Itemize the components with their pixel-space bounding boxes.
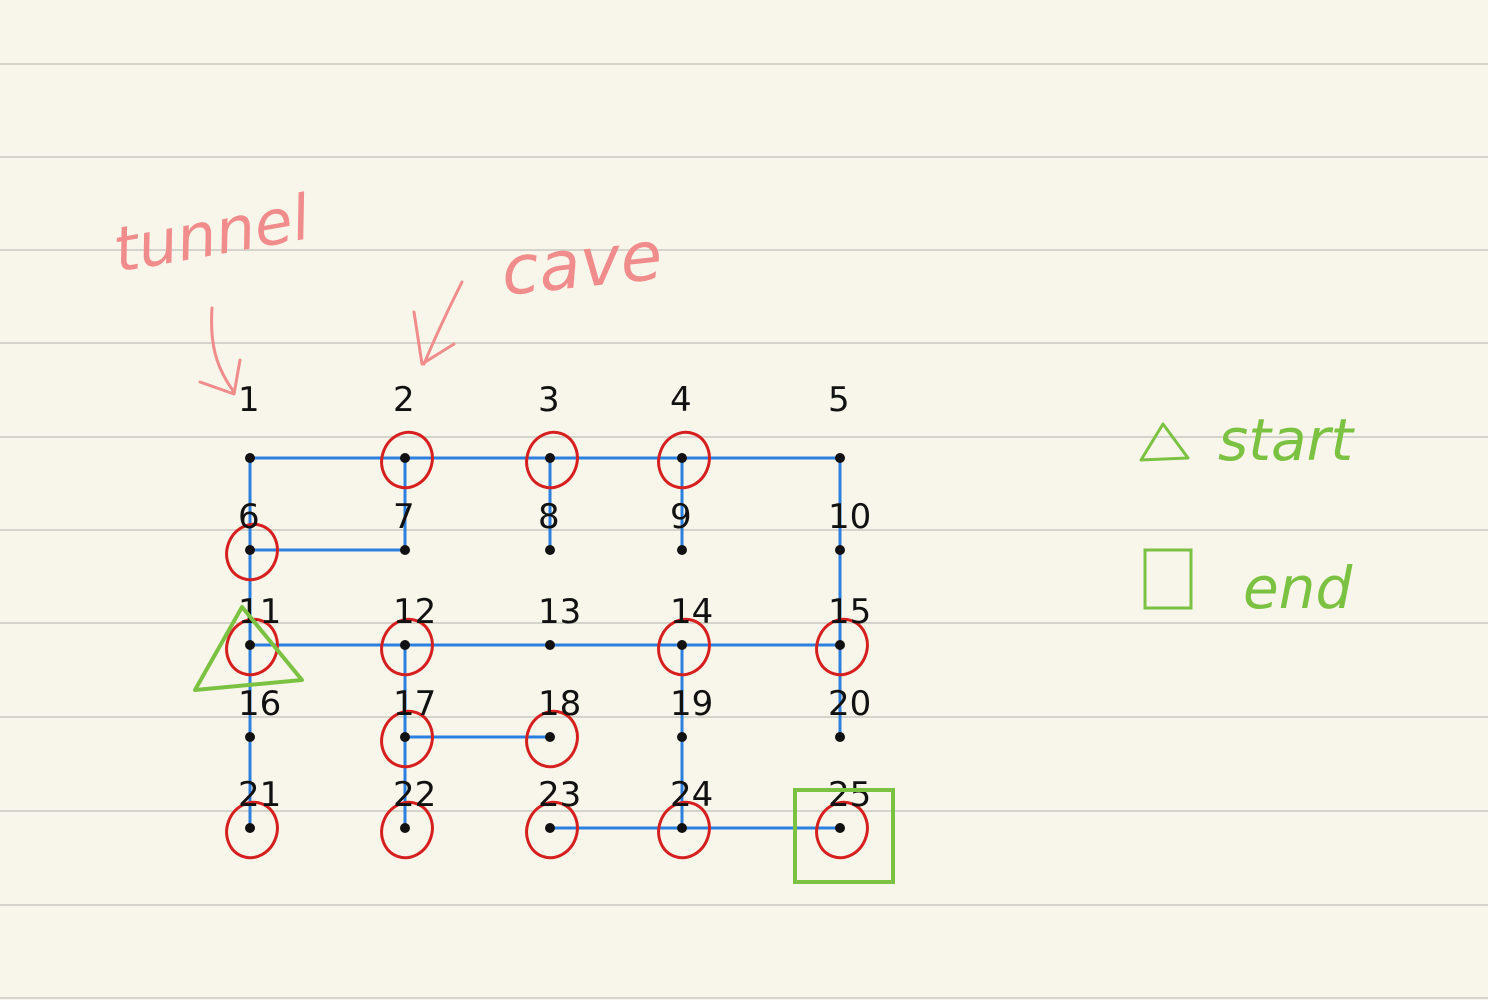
node-label-16: 16 bbox=[238, 684, 281, 724]
node-25 bbox=[835, 823, 845, 833]
start-end-markers bbox=[193, 605, 895, 884]
node-8 bbox=[545, 545, 555, 555]
node-label-25: 25 bbox=[828, 775, 871, 815]
node-14 bbox=[677, 640, 687, 650]
node-label-18: 18 bbox=[538, 684, 581, 724]
circle-12 bbox=[380, 617, 434, 677]
node-label-3: 3 bbox=[538, 380, 560, 420]
node-4 bbox=[677, 453, 687, 463]
cave-label: cave bbox=[498, 216, 667, 311]
circle-18 bbox=[525, 709, 579, 769]
circle-25 bbox=[815, 800, 869, 860]
node-label-13: 13 bbox=[538, 592, 581, 632]
legend-end-label: end bbox=[1243, 554, 1353, 622]
node-label-1: 1 bbox=[238, 380, 260, 420]
node-label-10: 10 bbox=[828, 497, 871, 537]
node-3 bbox=[545, 453, 555, 463]
node-9 bbox=[677, 545, 687, 555]
end-square-icon bbox=[793, 788, 895, 884]
node-label-12: 12 bbox=[393, 592, 436, 632]
circle-2 bbox=[380, 430, 434, 490]
node-label-7: 7 bbox=[393, 497, 415, 537]
triangle-icon bbox=[1139, 422, 1190, 462]
node-15 bbox=[835, 640, 845, 650]
circle-4 bbox=[657, 430, 711, 490]
node-label-8: 8 bbox=[538, 497, 560, 537]
node-circles bbox=[225, 430, 869, 860]
ruled-lines bbox=[0, 63, 1488, 999]
node-dots bbox=[245, 453, 845, 833]
node-10 bbox=[835, 545, 845, 555]
node-label-6: 6 bbox=[238, 497, 260, 537]
node-label-17: 17 bbox=[393, 684, 436, 724]
legend-start-label: start bbox=[1218, 406, 1355, 474]
node-20 bbox=[835, 732, 845, 742]
node-label-23: 23 bbox=[538, 775, 581, 815]
node-label-21: 21 bbox=[238, 775, 281, 815]
circle-17 bbox=[380, 709, 434, 769]
node-13 bbox=[545, 640, 555, 650]
node-12 bbox=[400, 640, 410, 650]
node-label-14: 14 bbox=[670, 592, 713, 632]
node-label-19: 19 bbox=[670, 684, 713, 724]
node-label-22: 22 bbox=[393, 775, 436, 815]
node-17 bbox=[400, 732, 410, 742]
node-16 bbox=[245, 732, 255, 742]
node-7 bbox=[400, 545, 410, 555]
node-21 bbox=[245, 823, 255, 833]
circle-24 bbox=[657, 800, 711, 860]
node-label-20: 20 bbox=[828, 684, 871, 724]
node-1 bbox=[245, 453, 255, 463]
circle-15 bbox=[815, 617, 869, 677]
cave-arrow-icon bbox=[412, 280, 464, 366]
tunnel-arrow-icon bbox=[198, 306, 242, 396]
circle-21 bbox=[225, 800, 279, 860]
node-6 bbox=[245, 545, 255, 555]
node-18 bbox=[545, 732, 555, 742]
start-triangle-icon bbox=[193, 605, 304, 692]
node-19 bbox=[677, 732, 687, 742]
node-label-9: 9 bbox=[670, 497, 692, 537]
node-24 bbox=[677, 823, 687, 833]
node-5 bbox=[835, 453, 845, 463]
circle-11 bbox=[225, 617, 279, 677]
node-2 bbox=[400, 453, 410, 463]
circle-14 bbox=[657, 617, 711, 677]
square-icon bbox=[1143, 548, 1193, 610]
legend: start end bbox=[1139, 406, 1355, 622]
node-label-4: 4 bbox=[670, 380, 692, 420]
node-label-15: 15 bbox=[828, 592, 871, 632]
circle-22 bbox=[380, 800, 434, 860]
circle-3 bbox=[525, 430, 579, 490]
circle-6 bbox=[225, 522, 279, 582]
node-23 bbox=[545, 823, 555, 833]
node-22 bbox=[400, 823, 410, 833]
node-11 bbox=[245, 640, 255, 650]
node-label-24: 24 bbox=[670, 775, 713, 815]
circle-23 bbox=[525, 800, 579, 860]
node-label-5: 5 bbox=[828, 380, 850, 420]
node-label-2: 2 bbox=[393, 380, 415, 420]
